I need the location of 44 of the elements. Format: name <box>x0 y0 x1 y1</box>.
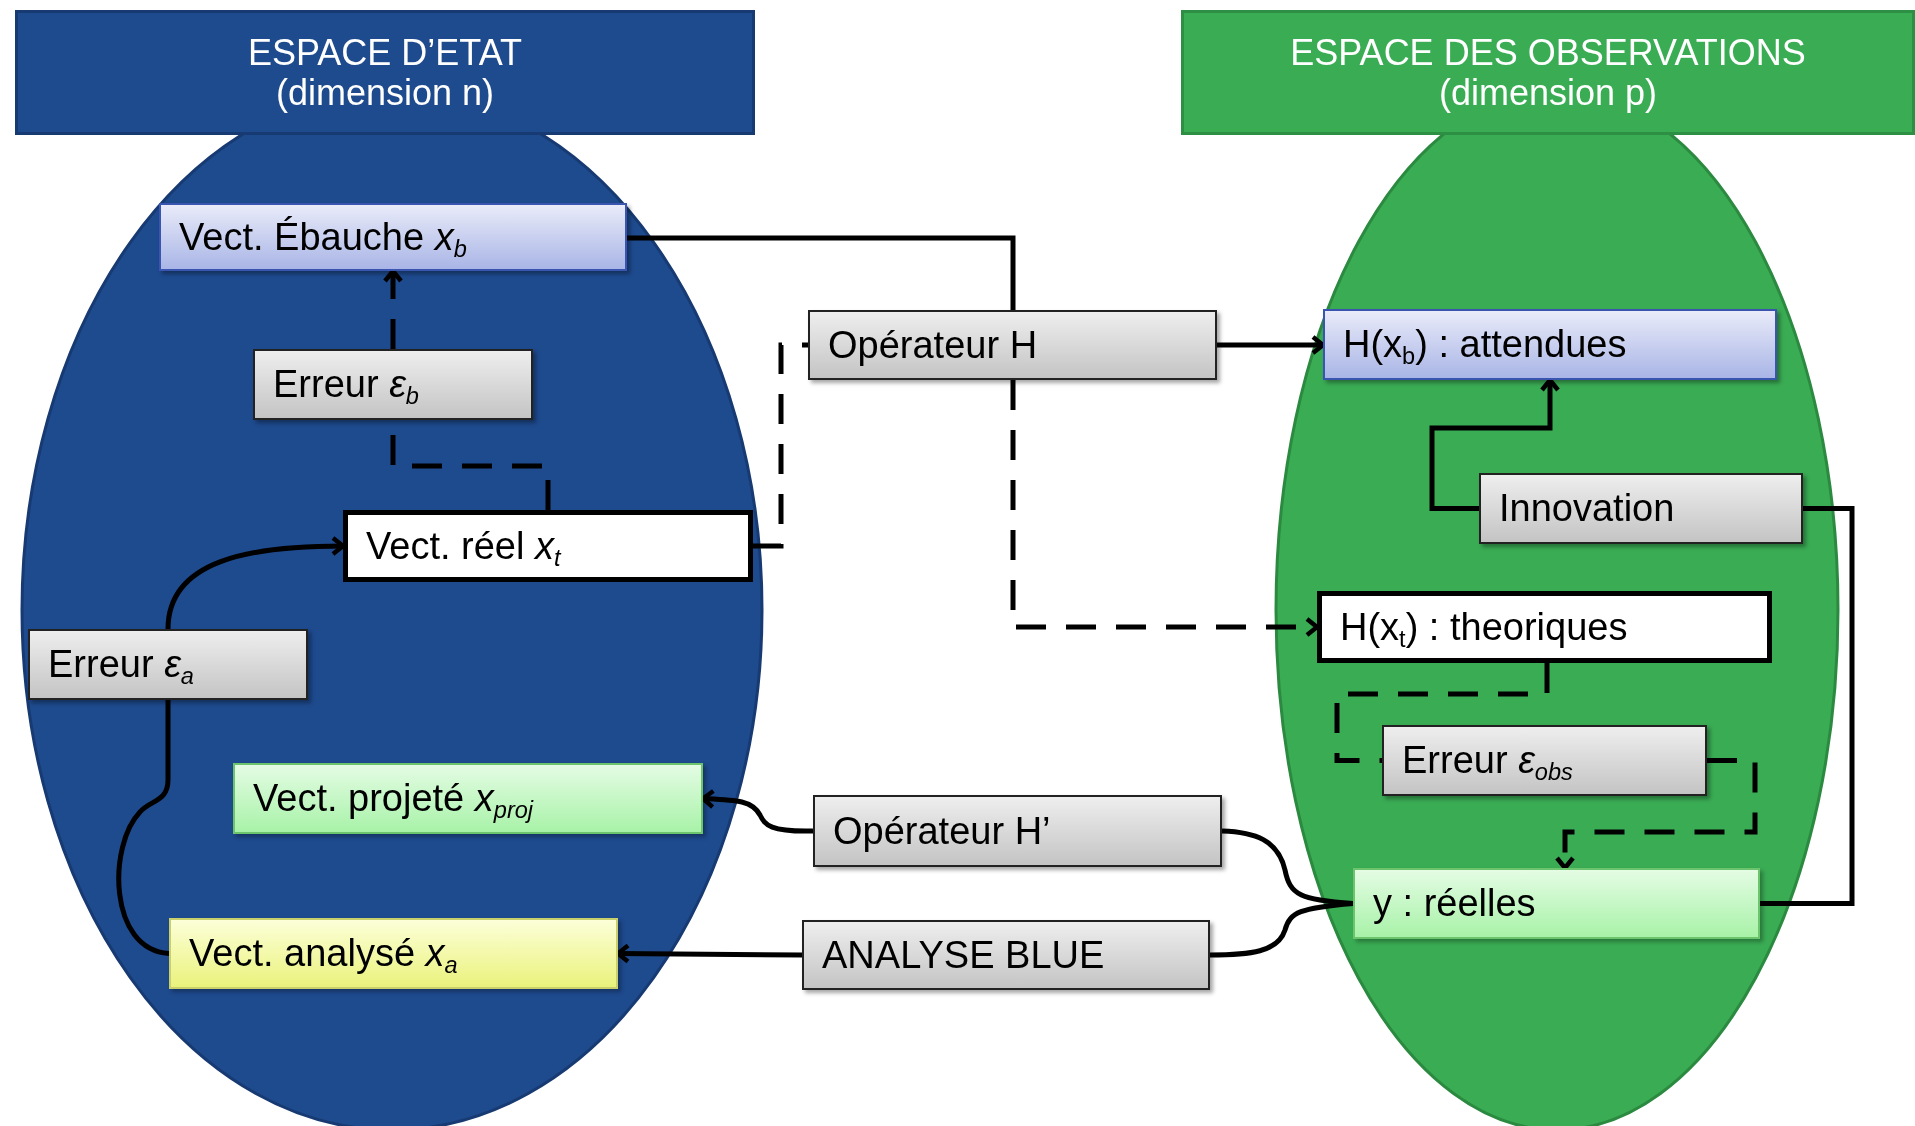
connector-line <box>1334 663 1550 763</box>
arrow <box>615 943 802 964</box>
box-label: y : réelles <box>1373 882 1536 925</box>
box-label: ANALYSE BLUE <box>822 933 1105 977</box>
vector-box <box>1353 868 1760 939</box>
vector-box <box>159 203 627 271</box>
box-label: Vect. Ébauche x$_{b}$ <box>179 215 467 259</box>
arrow <box>1554 758 1758 871</box>
connector-line <box>753 342 808 549</box>
connector-line <box>1210 901 1354 958</box>
process-box <box>802 920 1210 990</box>
arrow <box>165 535 346 630</box>
box-label: Vect. analysé x$_{a}$ <box>189 932 458 975</box>
box-label: Innovation <box>1499 487 1675 530</box>
process-box <box>1479 473 1803 544</box>
process-box <box>808 310 1217 380</box>
box-label: H(x$_{b}$) : attendues <box>1343 323 1627 366</box>
arrow <box>1010 380 1320 638</box>
box-label: H(x$_{t}$) : theoriques <box>1340 605 1628 649</box>
box-label: Erreur ε$_{b}$ <box>273 363 419 406</box>
arrow <box>700 788 814 834</box>
vector-box <box>1323 309 1777 380</box>
process-box <box>1382 725 1707 796</box>
box-label: Opérateur H’ <box>833 809 1051 853</box>
arrow <box>1217 334 1326 356</box>
vector-box <box>233 763 703 834</box>
header-band <box>1181 10 1915 135</box>
vector-box <box>1317 591 1772 663</box>
box-label: Vect. réel x$_{t}$ <box>366 524 561 568</box>
arrow <box>382 268 404 349</box>
process-box <box>253 349 533 420</box>
header-band <box>15 10 755 135</box>
connector-line <box>116 700 171 956</box>
process-box <box>28 629 308 700</box>
connector-line <box>627 235 1016 310</box>
space-heading: ESPACE DES OBSERVATIONS (dimension p) <box>1289 32 1807 113</box>
vector-box <box>343 510 753 582</box>
space-heading: ESPACE D’ETAT (dimension n) <box>246 32 523 113</box>
vector-box <box>169 918 618 989</box>
process-box <box>813 795 1222 867</box>
box-label: Erreur ε$_{a}$ <box>48 643 194 686</box>
box-label: Erreur ε$_{obs}$ <box>1402 739 1573 782</box>
box-label: Opérateur H <box>828 323 1038 367</box>
arrow <box>1429 377 1561 511</box>
